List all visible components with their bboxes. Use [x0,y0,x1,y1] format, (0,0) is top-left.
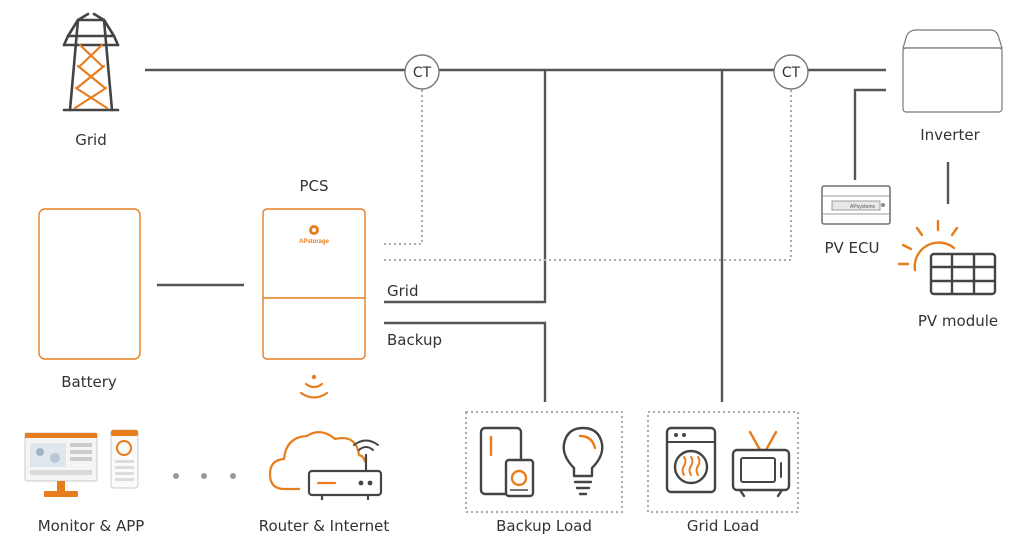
ct-left-label: CT [413,65,432,81]
battery-icon [38,208,141,360]
phone-app-icon [110,429,139,489]
pcs-brand-logo: APstorage [299,239,330,245]
router-internet-label: Router & Internet [259,517,390,535]
ct-sensor-right: CT [773,54,809,90]
pcs-backup-line [384,321,547,402]
pv-module-label: PV module [918,312,998,330]
battery-label: Battery [61,373,117,391]
router-icon [307,439,383,500]
ct-right-comm-line [384,88,792,261]
washing-machine-icon [665,426,717,494]
pcs-label: PCS [299,177,328,195]
ecu-brand-logo: APsystems [850,204,876,210]
monitor-app-label: Monitor & APP [38,517,145,535]
grid-line-label: Grid [387,282,418,300]
backup-load-label: Backup Load [496,517,592,535]
pcs-grid-line [384,70,547,304]
sun-icon [897,219,959,272]
ct-left-comm-line [384,88,423,245]
wifi-signal-icon [299,374,329,399]
cloud-icon [268,431,367,491]
monitor-icon [24,432,98,497]
grid-load-label: Grid Load [687,517,759,535]
inverter-label: Inverter [920,126,980,144]
ct-sensor-left: CT [404,54,440,90]
backup-line-label: Backup [387,331,442,349]
inverter-icon [902,29,1003,113]
solar-panel-icon [929,252,997,296]
grid-load-box [647,411,799,513]
grid-station-label: Grid [75,131,106,149]
tv-icon [731,430,791,498]
fridge-icon [479,426,535,498]
lightbulb-icon [562,426,604,496]
pv-ecu-label: PV ECU [824,239,879,257]
ct-right-label: CT [782,65,801,81]
ellipsis-dots [173,473,236,479]
ecu-line [853,88,886,180]
backup-load-box [465,411,623,513]
ecu-device-icon: APsystems [821,185,891,225]
wiring [145,68,950,402]
transmission-tower-icon [62,12,120,112]
pcs-cabinet-icon: APstorage [262,208,366,360]
